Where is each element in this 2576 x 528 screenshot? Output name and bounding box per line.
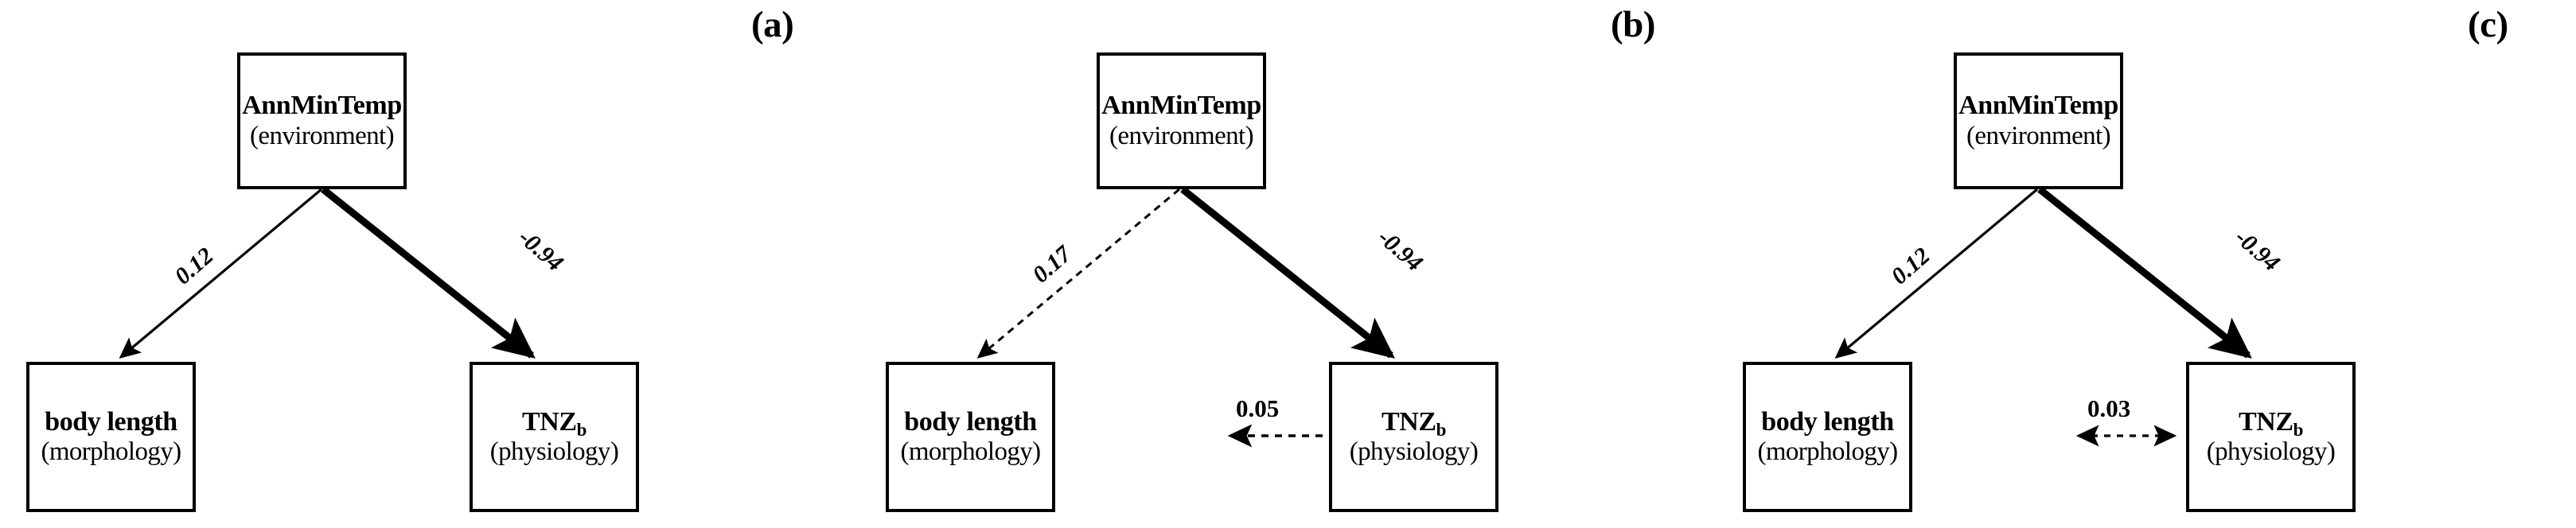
node-title: body length [1761,406,1894,437]
edge-env-to-morph [119,188,323,359]
node-title: TNZb [2238,406,2304,439]
node-tnz: TNZb (physiology) [2186,362,2356,512]
node-body-length: body length (morphology) [1743,362,1912,512]
node-title-subscript: b [1436,419,1447,440]
edge-label-morph-tnz: 0.03 [2087,394,2131,422]
node-annmintemp: AnnMinTemp (environment) [1097,52,1266,189]
panel-a-edges [119,186,536,359]
node-title: AnnMinTemp [1958,91,2118,121]
node-title-main: TNZ [1381,406,1436,437]
node-title: AnnMinTemp [242,91,402,121]
edge-label-tnz-morph: 0.05 [1236,394,1280,422]
node-tnz: TNZb (physiology) [470,362,639,512]
node-subtitle: (environment) [1966,121,2111,150]
node-subtitle: (physiology) [1349,437,1479,467]
node-body-length: body length (morphology) [26,362,196,512]
node-subtitle: (morphology) [900,437,1041,467]
panel-c: AnnMinTemp (environment) body length (mo… [1717,0,2575,528]
panel-label-c: (c) [2468,4,2508,45]
node-title-subscript: b [576,419,587,440]
panel-c-edges [1834,186,2252,447]
edge-env-to-tnz [1180,186,1395,359]
edge-env-to-morph [1834,188,2039,359]
node-title: TNZb [521,406,587,439]
node-title: body length [904,406,1037,437]
edge-env-to-tnz [2037,186,2252,359]
node-title: AnnMinTemp [1101,91,1261,121]
node-subtitle: (morphology) [1757,437,1898,467]
node-subtitle: (physiology) [489,437,619,467]
panel-a: AnnMinTemp (environment) body length (mo… [0,0,859,528]
node-annmintemp: AnnMinTemp (environment) [1954,52,2123,189]
node-body-length: body length (morphology) [886,362,1055,512]
panel-b-edges [976,186,1395,448]
node-title-main: TNZ [521,406,577,437]
node-subtitle: (environment) [250,121,395,150]
node-title: body length [45,406,177,437]
panel-label-a: (a) [751,4,794,45]
node-title: TNZb [1381,406,1447,439]
edge-env-to-morph [976,188,1180,359]
node-subtitle: (physiology) [2206,437,2336,467]
panel-b: AnnMinTemp (environment) body length (mo… [859,0,1718,528]
node-annmintemp: AnnMinTemp (environment) [237,52,407,189]
node-tnz: TNZb (physiology) [1329,362,1498,512]
node-subtitle: (morphology) [41,437,181,467]
edge-env-to-tnz [321,186,536,359]
node-title-subscript: b [2293,419,2304,440]
node-title-main: TNZ [2238,406,2293,437]
panel-label-b: (b) [1611,4,1655,45]
node-subtitle: (environment) [1109,121,1254,150]
